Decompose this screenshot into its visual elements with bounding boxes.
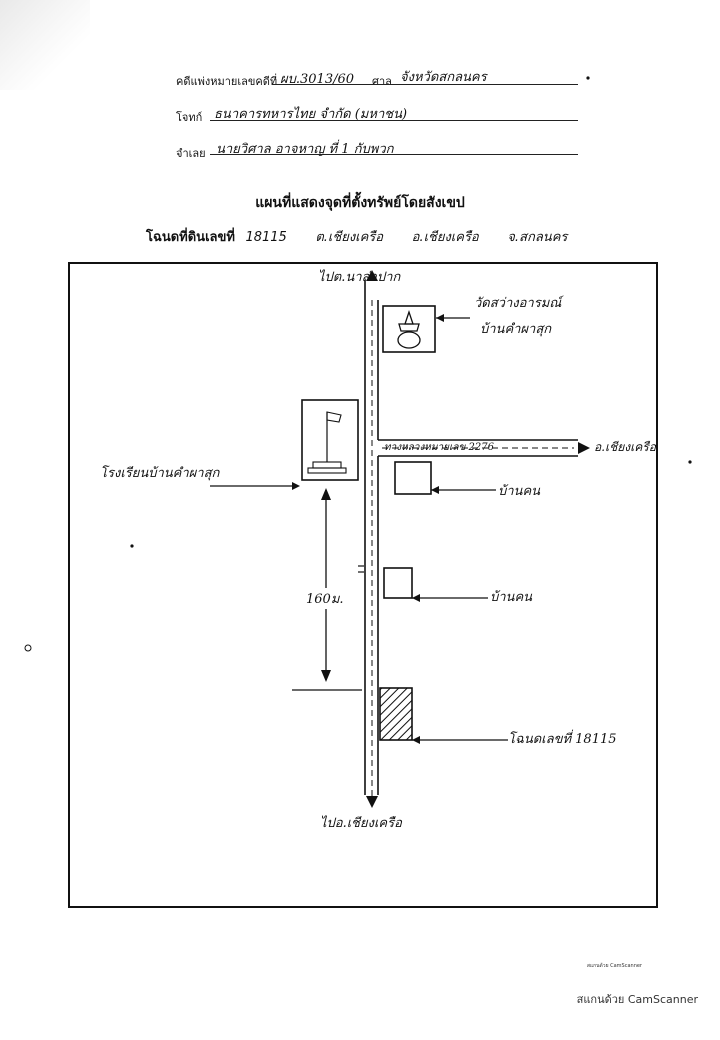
camscanner-small-mark: สแกนด้วย CamScanner: [586, 963, 642, 969]
temple-icon: [397, 309, 421, 349]
plaintiff-label: โจทก์: [176, 111, 203, 124]
deed-prefix: โฉนดที่ดินเลขที่: [146, 230, 235, 245]
temple-label: วัดสว่างอารมณ์: [474, 296, 562, 311]
case-number-value: ผบ.3013/60: [280, 72, 355, 87]
house2-leader-arrow-icon: [412, 594, 420, 602]
house1-label: บ้านคน: [498, 484, 541, 499]
deed-line: โฉนดที่ดินเลขที่ 18115 ต.เชียงเครือ อ.เช…: [146, 226, 567, 247]
temple-box: [382, 305, 436, 353]
east-road: [378, 439, 590, 457]
scan-fold-corner: [0, 0, 90, 90]
header-rule-2: [210, 120, 578, 121]
north-arrow-icon: [366, 270, 378, 281]
house2-box: [383, 567, 413, 599]
to-east-label: อ.เชียงเครือ: [594, 440, 656, 454]
to-south-label: ไปอ.เชียงเครือ: [320, 816, 402, 831]
to-north-label: ไปต.นาล่าปาก: [318, 270, 401, 285]
deed-province: จ.สกลนคร: [507, 230, 568, 245]
temple-village-label: บ้านคำผาสุก: [480, 322, 552, 337]
flag-icon: [307, 411, 347, 474]
distance-label: 160ม.: [306, 588, 344, 609]
school-label: โรงเรียนบ้านคำผาสุก: [100, 466, 220, 481]
camscanner-watermark: สแกนด้วย CamScanner: [576, 993, 698, 1006]
road-label: ทางหลวงหมายเลข 2276: [384, 442, 494, 453]
main-road: [364, 270, 379, 808]
deed-district: อ.เชียงเครือ: [411, 230, 479, 245]
deed-subdistrict: ต.เชียงเครือ: [315, 230, 384, 245]
header-rule-1: [272, 84, 578, 85]
header-rule-3: [210, 154, 578, 155]
school-box: [301, 399, 359, 481]
deed-plot-box: [379, 687, 413, 741]
house1-box: [394, 461, 432, 495]
plaintiff-value: ธนาคารทหารไทย จำกัด (มหาชน): [214, 107, 408, 122]
case-number-label: คดีแพ่งหมายเลขคดีที่: [176, 75, 278, 88]
deed-number: 18115: [245, 230, 287, 245]
map-title: แผนที่แสดงจุดที่ตั้งทรัพย์โดยสังเขป: [255, 195, 465, 211]
temple-leader-arrow-icon: [436, 314, 444, 322]
house1-leader-arrow-icon: [431, 486, 439, 494]
distance-marker: [292, 488, 362, 691]
south-arrow-icon: [366, 796, 378, 808]
defendant-value: นายวิศาล อาจหาญ ที่ 1 กับพวก: [216, 142, 394, 157]
school-leader-arrow-icon: [292, 482, 300, 490]
east-arrow-icon: [578, 442, 590, 454]
court-value: จังหวัดสกลนคร: [400, 70, 487, 85]
house2-label: บ้านคน: [490, 590, 533, 605]
defendant-label: จำเลย: [176, 147, 206, 160]
map-frame: [68, 262, 658, 908]
deed-plot-label: โฉนดเลขที่ 18115: [508, 732, 617, 747]
deed-plot-leader-arrow-icon: [412, 736, 420, 744]
